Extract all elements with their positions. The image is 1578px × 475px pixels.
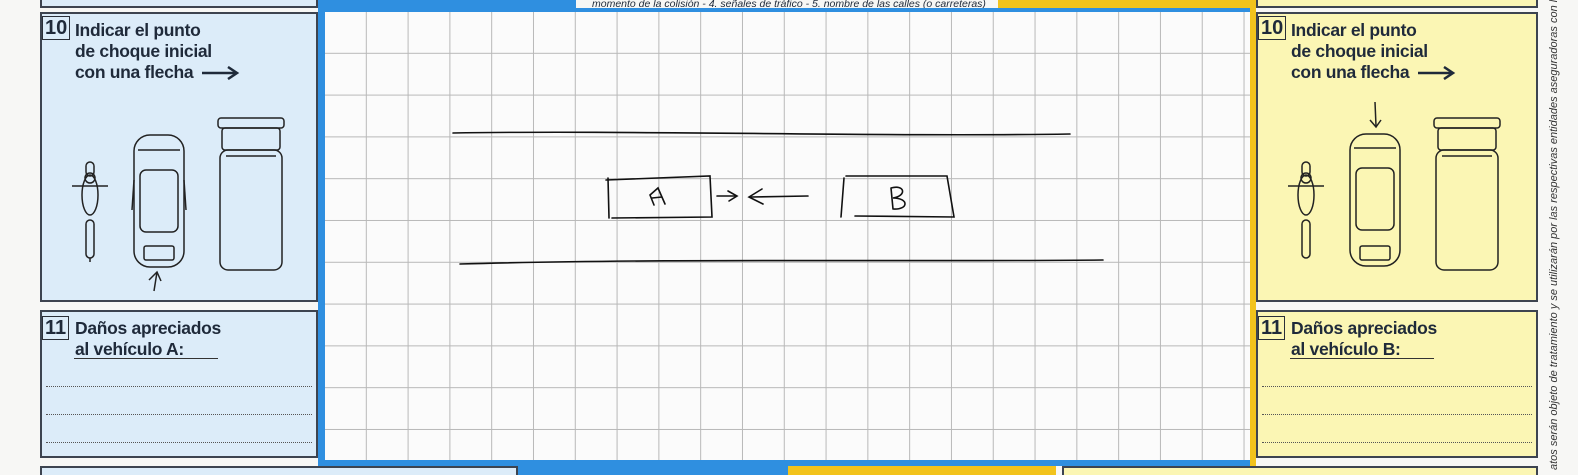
impact-arrow-icon: [148, 270, 162, 292]
top-strip-blue: [318, 0, 576, 10]
title-underline: [74, 358, 218, 359]
arrow-b-sketch: [747, 188, 809, 205]
title-underline: [1290, 358, 1434, 359]
sketch-frame-yellow: [1250, 8, 1256, 466]
title-line: Daños apreciados: [75, 318, 221, 338]
motorcycle-icon: [72, 161, 108, 262]
top-strip-yellow: [998, 0, 1256, 10]
section-number: 10: [1258, 16, 1287, 40]
motorcycle-icon: [1288, 161, 1324, 259]
bottom-strip-blue: [518, 466, 788, 475]
section-number: 10: [42, 16, 71, 40]
title-line: Indicar el punto: [1291, 20, 1417, 40]
arrow-a-sketch: [716, 190, 739, 202]
bottom-strip-right: [1062, 466, 1538, 475]
vehicle-a-sketch: [605, 175, 713, 219]
truck-icon: [1433, 117, 1501, 271]
sketch-drawing: [452, 131, 1104, 265]
damage-line-1[interactable]: [46, 386, 312, 387]
title-line: con una flecha: [1291, 62, 1458, 83]
header-note: momento de la colisión - 4. señales de t…: [592, 0, 986, 10]
title-line: de choque inicial: [75, 41, 212, 61]
vehicle-icons-right: [1288, 101, 1501, 271]
impact-arrow-icon: [1369, 101, 1382, 129]
arrow-right-icon: [1417, 66, 1456, 81]
section-title: Daños apreciados al vehículo B:: [1291, 318, 1437, 360]
section-number: 11: [42, 316, 70, 340]
truck-icon: [217, 117, 285, 271]
section-title: Indicar el punto de choque inicial con u…: [75, 20, 242, 83]
damage-line-2[interactable]: [1262, 414, 1532, 415]
vehicle-b-sketch: [840, 175, 955, 218]
section-title: Daños apreciados al vehículo A:: [75, 318, 221, 360]
road-edge-bottom: [459, 259, 1104, 265]
left-section-11: 11 Daños apreciados al vehículo A:: [40, 310, 318, 458]
right-section-11: 11 Daños apreciados al vehículo B:: [1256, 310, 1538, 458]
title-line: de choque inicial: [1291, 41, 1428, 61]
road-edge-top: [452, 131, 1071, 136]
title-line: con una flecha: [75, 62, 242, 83]
damage-line-3[interactable]: [1262, 442, 1532, 443]
title-line: Indicar el punto: [75, 20, 201, 40]
right-section-10: 10 Indicar el punto de choque inicial co…: [1256, 12, 1538, 302]
vehicle-icons-left: [72, 117, 285, 292]
car-icon: [131, 134, 187, 268]
damage-line-3[interactable]: [46, 442, 312, 443]
bottom-strip-left: [40, 466, 518, 475]
sketch-area[interactable]: [325, 12, 1250, 460]
title-line: Daños apreciados: [1291, 318, 1437, 338]
section-title: Indicar el punto de choque inicial con u…: [1291, 20, 1458, 83]
top-strip-left: [40, 0, 318, 8]
top-strip-right: [1256, 0, 1538, 8]
car-icon: [1349, 133, 1401, 267]
side-legal-text: atos serán objeto de tratamiento y se ut…: [1548, 0, 1560, 470]
damage-line-2[interactable]: [46, 414, 312, 415]
section-number: 11: [1258, 316, 1286, 340]
damage-line-1[interactable]: [1262, 386, 1532, 387]
bottom-strip-yellow: [788, 466, 1056, 475]
title-line: al vehículo B:: [1291, 339, 1401, 359]
arrow-right-icon: [201, 66, 240, 81]
title-line: al vehículo A:: [75, 339, 184, 359]
